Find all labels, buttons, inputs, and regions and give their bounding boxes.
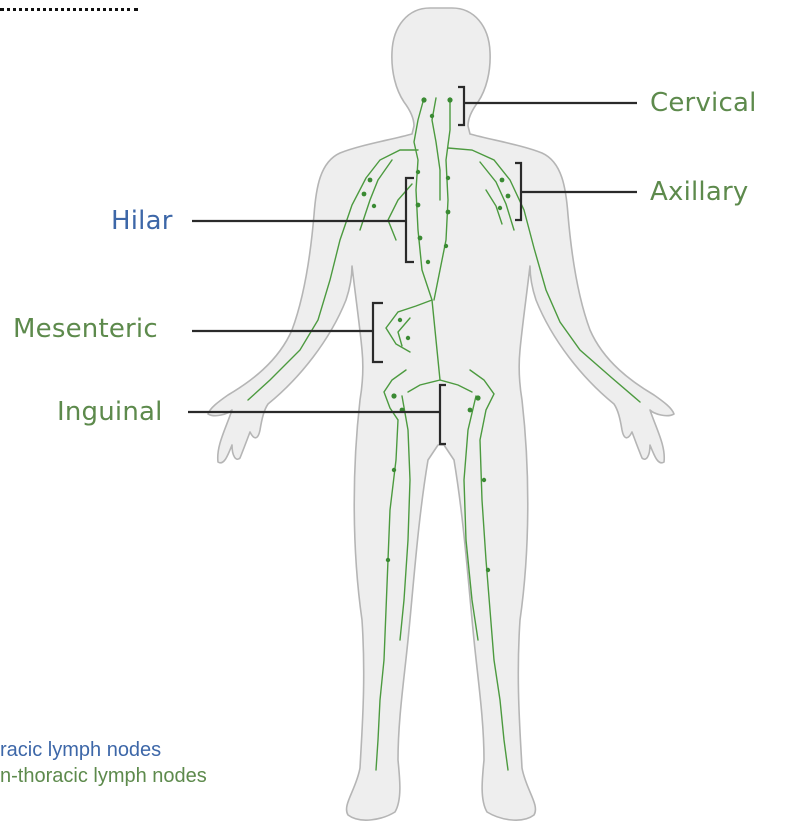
inguinal-label: Inguinal [57,397,163,427]
legend-thoracic: racic lymph nodes [0,738,161,762]
mesenteric-label: Mesenteric [13,314,158,344]
hilar-label: Hilar [111,206,173,236]
legend-non-thoracic: n-thoracic lymph nodes [0,764,207,788]
axillary-label: Axillary [650,177,748,207]
cervical-label: Cervical [650,88,757,118]
